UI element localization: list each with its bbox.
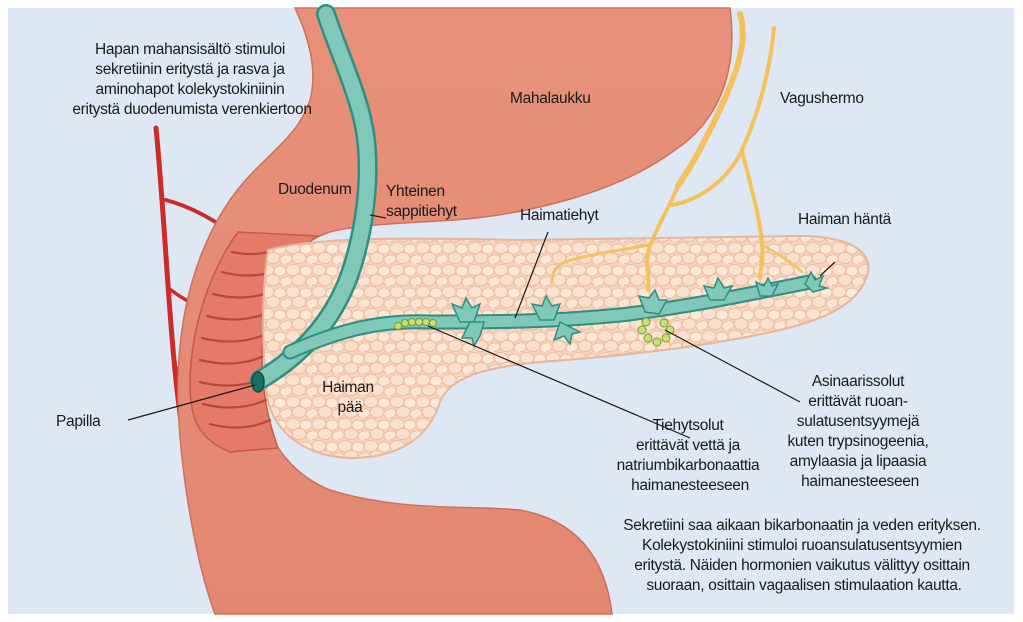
stomach-label: Mahalaukku: [510, 90, 591, 107]
papilla-opening: [252, 372, 264, 392]
pancreas-tail-label: Haiman häntä: [798, 211, 892, 228]
papilla-label: Papilla: [56, 413, 101, 430]
duodenum-label: Duodenum: [278, 181, 351, 198]
vagus-label: Vagushermo: [780, 90, 864, 107]
pancreatic-duct-label: Haimatiehyt: [520, 207, 600, 224]
